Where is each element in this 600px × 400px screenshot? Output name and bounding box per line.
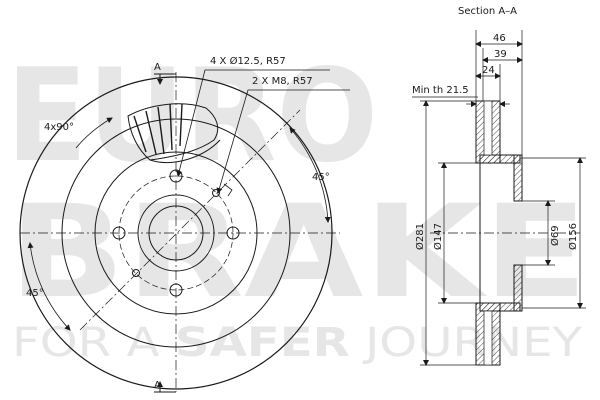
angle-arc-right <box>289 127 331 223</box>
vent-gap-lower <box>483 310 493 366</box>
callout-holes-leader <box>176 69 330 177</box>
thread-tick <box>223 183 233 197</box>
callout-threads: 2 X M8, R57 <box>252 76 313 87</box>
vane-arc-lower <box>149 139 221 164</box>
bolt-holes <box>112 169 240 297</box>
vent-gap-upper <box>483 100 493 156</box>
min-thickness: Min th 21.5 <box>412 85 469 96</box>
angle-arc-4x90 <box>75 117 113 149</box>
bolt-hole <box>112 226 126 240</box>
angle-arc-left <box>27 242 71 331</box>
callout-holes: 4 X Ø12.5, R57 <box>210 55 286 67</box>
threaded-hole <box>132 269 140 277</box>
disc-outer-edge <box>19 76 333 390</box>
angle-45-right: 45° <box>312 172 330 183</box>
bolt-circle <box>118 175 234 291</box>
dia-156: Ø156 <box>567 223 579 250</box>
dim-24: 24 <box>482 65 495 76</box>
watermark-euro: EURO <box>6 42 378 191</box>
center-bore <box>148 205 204 261</box>
diagonal-center-line <box>79 109 301 331</box>
hub-flange-circle <box>94 151 258 315</box>
section-mark-bottom: A <box>154 380 161 391</box>
section-dimensions <box>412 30 586 366</box>
section-view <box>430 100 580 366</box>
section-mark-top: A <box>154 62 161 73</box>
hat-flange-upper <box>513 154 523 202</box>
angle-4x90: 4x90° <box>44 122 74 133</box>
dia-69: Ø69 <box>549 225 561 246</box>
section-title: Section A–A <box>458 6 517 17</box>
dim-46: 46 <box>493 33 506 44</box>
dia-281: Ø281 <box>414 223 426 250</box>
cutaway-window <box>127 103 219 161</box>
angle-45-left: 45° <box>26 288 44 299</box>
callout-threads-leader <box>216 89 350 194</box>
dia-147: Ø147 <box>432 223 444 250</box>
bolt-hole <box>169 283 183 297</box>
cooling-vanes <box>133 103 183 155</box>
front-view <box>19 69 350 393</box>
bolt-hole <box>226 226 240 240</box>
brand-watermark: EURO BRAKE FOR A SAFER JOURNEY <box>6 42 588 366</box>
hat-flange-lower <box>513 264 523 312</box>
dim-39: 39 <box>494 49 507 60</box>
center-bore-outer <box>137 194 215 272</box>
friction-ring-inner-edge <box>61 118 291 348</box>
